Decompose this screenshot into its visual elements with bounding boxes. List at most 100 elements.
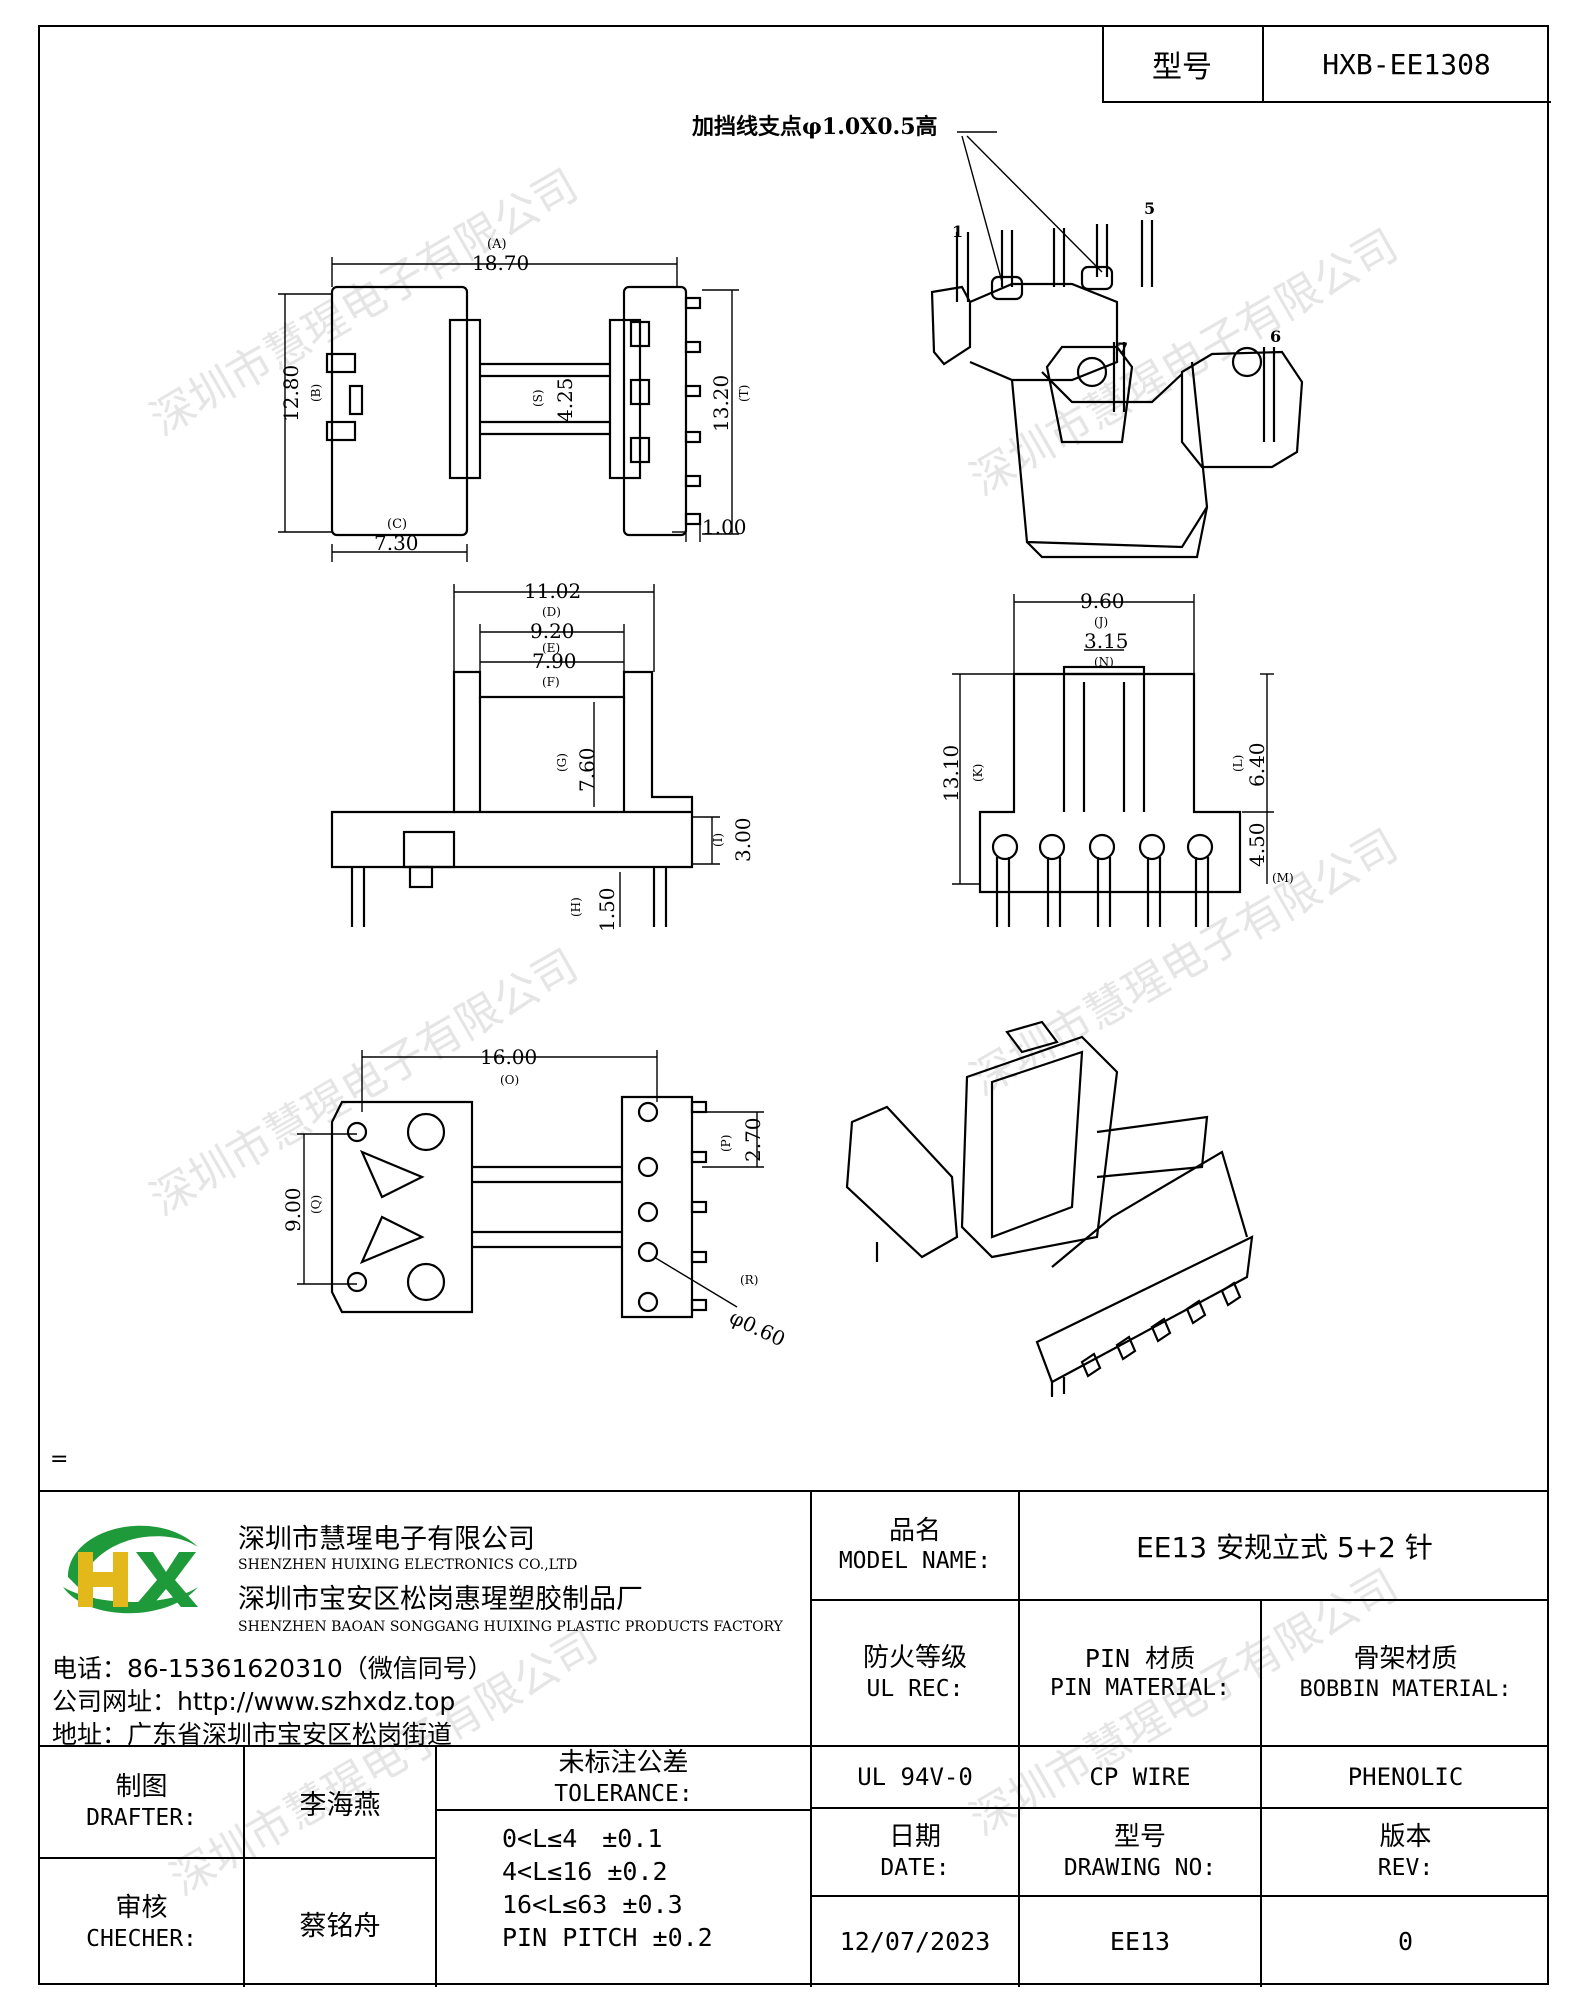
ul-cn: 防火等级 — [862, 1643, 967, 1674]
company-name-cn: 深圳市慧瑆电子有限公司 — [238, 1524, 535, 1555]
dim-c-letter: (C) — [387, 517, 407, 532]
pin-cn: PIN 材质 — [1084, 1644, 1196, 1673]
grid-v-right2 — [1260, 1599, 1262, 1987]
tolerance-en: TOLERANCE: — [554, 1780, 693, 1807]
dim-j-letter: (J) — [1094, 615, 1108, 629]
header-model-box — [1102, 25, 1551, 103]
tolerance-line-3: 16<L≤63 ±0.3 — [502, 1890, 683, 1919]
dim-t-value: 13.20 — [709, 375, 733, 432]
checker-label: 审核 CHECHER: — [40, 1859, 243, 1987]
technical-drawing: 加挡线支点φ1.0X0.5高 (A) 18.70 12.80 (B) (S) 4… — [278, 114, 1304, 1397]
pin-label-1: 1 — [952, 222, 963, 241]
bottom-view-left — [330, 1095, 708, 1319]
pin-en: PIN MATERIAL: — [1049, 1675, 1230, 1702]
dim-h-value: 1.50 — [595, 887, 619, 932]
dim-l-letter: (L) — [1231, 755, 1245, 772]
grid-v-companysplit — [810, 1490, 812, 1987]
dim-q-letter: (Q) — [309, 1195, 323, 1214]
pin-value: CP WIRE — [1089, 1763, 1191, 1791]
dim-b-value: 12.80 — [279, 365, 303, 422]
company-name-en: SHENZHEN HUIXING ELECTRONICS CO.,LTD — [238, 1557, 578, 1573]
ul-value: UL 94V-0 — [857, 1763, 973, 1791]
factory-name-cn: 深圳市宝安区松岗惠瑆塑胶制品厂 — [238, 1584, 643, 1615]
dim-c-value: 7.30 — [374, 531, 419, 555]
tolerance-line-2: 4<L≤16 ±0.2 — [502, 1857, 668, 1886]
note-text: 加挡线支点φ1.0X0.5高 — [691, 114, 938, 140]
model-name-label: 品名 MODEL NAME: — [812, 1492, 1018, 1599]
dim-t-letter: (T) — [737, 385, 751, 402]
dim-k-value: 13.10 — [939, 745, 963, 802]
dim-q-value: 9.00 — [281, 1187, 305, 1232]
company-website: 公司网址：http://www.szhxdz.top — [52, 1687, 456, 1716]
dim-g-value: 7.60 — [575, 747, 599, 792]
dim-r-letter: (R) — [740, 1273, 758, 1287]
grid-v-drafter — [243, 1745, 245, 1987]
company-phone: 电话：86-15361620310（微信同号） — [52, 1654, 493, 1683]
grid-h-tolerance — [435, 1809, 810, 1811]
dim-j-value: 9.60 — [1080, 589, 1125, 613]
dim-n-letter: (N) — [1094, 655, 1114, 669]
grid-v-right1 — [1018, 1490, 1020, 1987]
bobbin-label: 骨架材质 BOBBIN MATERIAL: — [1262, 1601, 1549, 1745]
bottom-view-dims — [297, 1050, 764, 1308]
checker-name: 蔡铭舟 — [299, 1910, 381, 1942]
grid-h-values — [810, 1807, 1549, 1809]
side-view-left — [330, 670, 694, 927]
rev-en: REV: — [1377, 1854, 1434, 1881]
bobbin-value: PHENOLIC — [1347, 1763, 1464, 1791]
ul-label: 防火等级 UL REC: — [812, 1601, 1018, 1745]
iso-view-top-right — [930, 220, 1304, 559]
dim-f-value: 7.90 — [532, 649, 577, 673]
dim-m-value: 4.50 — [1245, 822, 1269, 867]
dim-o-value: 16.00 — [480, 1045, 537, 1069]
model-name-cn: 品名 — [888, 1515, 941, 1546]
grid-h-date — [810, 1895, 1549, 1897]
dim-k-letter: (K) — [971, 764, 985, 782]
date-label: 日期 DATE: — [812, 1809, 1018, 1895]
dim-b-letter: (B) — [309, 384, 323, 402]
header-model-value: HXB-EE1308 — [1322, 47, 1491, 81]
tolerance-lines: 0<L≤4 ±0.1 4<L≤16 ±0.2 16<L≤63 ±0.3 PIN … — [502, 1822, 713, 1954]
dim-i-value: 3.00 — [731, 817, 755, 862]
company-address: 地址：广东省深圳市宝安区松岗街道 — [52, 1720, 453, 1749]
drawing-en: DRAWING NO: — [1063, 1854, 1217, 1881]
header-divider — [1262, 25, 1264, 101]
rev-label: 版本 REV: — [1262, 1809, 1549, 1895]
dim-m-letter: (M) — [1272, 871, 1294, 885]
dim-e-value: 9.20 — [530, 619, 575, 643]
dim-a-value: 18.70 — [472, 251, 529, 275]
top-view-left — [325, 285, 702, 537]
drafter-en: DRAFTER: — [86, 1804, 197, 1831]
tolerance-line-4: PIN PITCH ±0.2 — [502, 1923, 713, 1952]
title-block-top-line — [40, 1490, 1549, 1492]
rev-cn: 版本 — [1379, 1822, 1432, 1853]
model-name-value: EE13 安规立式 5+2 针 — [1136, 1530, 1433, 1564]
iso-view-bottom-right — [845, 1020, 1254, 1397]
dim-p-value: 2.70 — [741, 1117, 765, 1162]
tolerance-line-1: 0<L≤4 ±0.1 — [502, 1824, 663, 1853]
dim-d-value: 11.02 — [524, 579, 581, 603]
tolerance-label: 未标注公差 TOLERANCE: — [437, 1747, 810, 1809]
dim-h-letter: (H) — [569, 897, 583, 917]
note-leaders — [957, 131, 1103, 283]
date-cn: 日期 — [888, 1822, 941, 1853]
checker-en: CHECHER: — [86, 1925, 197, 1952]
grid-v-tolerance — [435, 1745, 437, 1987]
dim-s-value: 4.25 — [553, 377, 577, 422]
front-view-right — [978, 665, 1242, 927]
pin-label-7: 7 — [1117, 339, 1128, 358]
tolerance-cn: 未标注公差 — [558, 1748, 689, 1779]
company-logo — [63, 1525, 198, 1614]
dim-d-letter: (D) — [542, 605, 561, 619]
dim-e-letter: (E) — [542, 641, 560, 655]
drawing-cn: 型号 — [1113, 1822, 1166, 1853]
dim-g-letter: (G) — [555, 753, 569, 772]
dim-a-letter: (A) — [487, 237, 507, 252]
drawing-label: 型号 DRAWING NO: — [1020, 1809, 1260, 1895]
model-name-en: MODEL NAME: — [838, 1548, 992, 1575]
date-en: DATE: — [880, 1854, 950, 1881]
drawing-value: EE13 — [1109, 1926, 1171, 1956]
dim-r-value: φ0.60 — [726, 1305, 789, 1351]
drafter-label: 制图 DRAFTER: — [40, 1747, 243, 1857]
bobbin-en: BOBBIN MATERIAL: — [1299, 1676, 1512, 1702]
